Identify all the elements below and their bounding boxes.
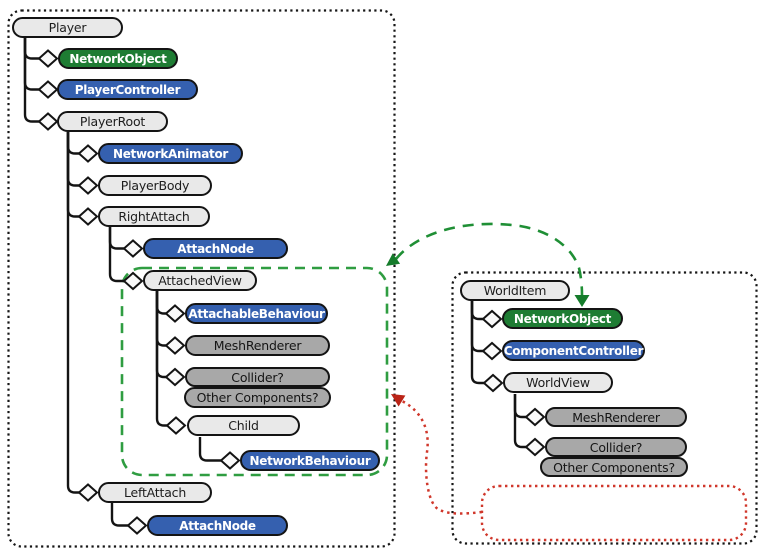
diamond-connector bbox=[77, 483, 99, 502]
node-attach-node-left: AttachNode bbox=[147, 515, 288, 536]
attached-view-highlight-box bbox=[120, 266, 389, 477]
node-player-body: PlayerBody bbox=[98, 175, 212, 196]
diamond-connector bbox=[77, 144, 99, 163]
tree-edges-left bbox=[23, 38, 221, 527]
node-right-attach: RightAttach bbox=[98, 206, 210, 227]
node-left-attach: LeftAttach bbox=[98, 482, 212, 503]
node-mesh-renderer-right: MeshRenderer bbox=[545, 407, 687, 427]
detached-placeholder-box bbox=[480, 484, 748, 542]
diamond-connector bbox=[122, 239, 144, 258]
node-player-root: PlayerRoot bbox=[57, 111, 168, 132]
node-player-controller: PlayerController bbox=[57, 79, 198, 100]
diamond-connector bbox=[524, 407, 546, 427]
diamond-connector bbox=[122, 271, 144, 291]
node-collider-left: Collider? bbox=[185, 367, 330, 387]
node-player: Player bbox=[12, 17, 123, 38]
player-hierarchy-border bbox=[7, 9, 396, 548]
node-network-object-right: NetworkObject bbox=[502, 308, 623, 329]
diamond-connector bbox=[482, 373, 504, 393]
node-other-components-right: Other Components? bbox=[540, 457, 688, 477]
diamond-connector bbox=[481, 341, 503, 361]
node-child: Child bbox=[187, 415, 300, 436]
worlditem-hierarchy-border bbox=[451, 271, 758, 545]
node-world-item: WorldItem bbox=[460, 280, 570, 301]
node-collider-right: Collider? bbox=[545, 437, 687, 457]
node-network-behaviour: NetworkBehaviour bbox=[240, 450, 380, 471]
node-attachable-behaviour: AttachableBehaviour bbox=[185, 303, 328, 324]
diamond-connector bbox=[37, 112, 59, 131]
diamond-connector bbox=[219, 451, 241, 470]
diamond-connector bbox=[524, 437, 546, 457]
green-reference-arrow bbox=[386, 222, 590, 307]
node-attach-node-right: AttachNode bbox=[143, 238, 288, 259]
node-world-view: WorldView bbox=[503, 372, 613, 393]
green-arrowhead-left bbox=[386, 253, 401, 266]
red-reference-arrow bbox=[391, 394, 483, 515]
node-component-controller: ComponentController bbox=[502, 340, 645, 361]
node-network-animator: NetworkAnimator bbox=[98, 143, 243, 164]
node-network-object: NetworkObject bbox=[58, 48, 178, 69]
diamond-connector bbox=[164, 367, 186, 387]
diamond-connector bbox=[77, 207, 99, 226]
diamond-connector bbox=[126, 516, 148, 535]
diamond-connector bbox=[37, 80, 59, 99]
node-other-components-left: Other Components? bbox=[184, 387, 331, 408]
diamond-connectors bbox=[37, 49, 546, 535]
diamond-connector bbox=[164, 304, 186, 323]
node-mesh-renderer-left: MeshRenderer bbox=[185, 335, 330, 356]
diamond-connector bbox=[164, 336, 186, 355]
tree-edges-right bbox=[470, 301, 526, 449]
node-attached-view: AttachedView bbox=[143, 270, 257, 291]
diamond-connector bbox=[77, 176, 99, 195]
green-arrowhead-right bbox=[574, 295, 590, 307]
diamond-connector bbox=[37, 49, 59, 68]
diamond-connector bbox=[165, 416, 187, 435]
red-arrowhead bbox=[391, 394, 406, 407]
diamond-connector bbox=[481, 309, 503, 329]
